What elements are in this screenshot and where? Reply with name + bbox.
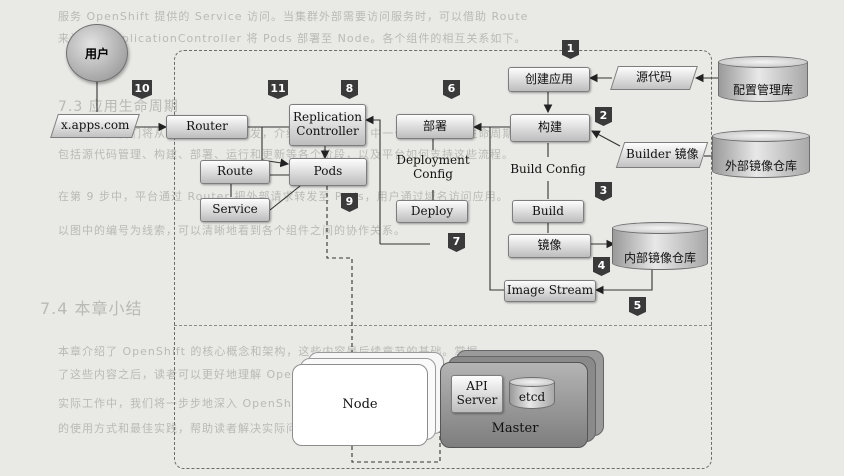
deployment-config-node[interactable]: Deployment Config [386,148,480,188]
builder-to-build-arrow [591,130,621,147]
node-box[interactable]: Node [292,364,428,446]
internal-registry-cylinder[interactable]: 内部镜像仓库 [612,222,708,270]
etcd-label: etcd [518,390,546,404]
build-cn-node[interactable]: 构建 [510,114,590,142]
deploy-label: Deploy [410,203,454,218]
route-label: Route [217,164,253,179]
rc-label-line1: Replication [293,110,362,125]
source-code-node[interactable]: 源代码 [610,66,698,90]
create-app-label: 创建应用 [524,71,573,86]
source-code-label: 源代码 [635,70,673,85]
etcd-cylinder[interactable]: etcd [509,377,555,409]
image-stream-node[interactable]: Image Stream [504,280,596,302]
service-node[interactable]: Service [200,198,270,222]
master-label: Master [491,420,539,436]
step-badge-3: 3 [595,182,612,201]
registry-to-imagestream-arrow [594,268,653,295]
step-badge-10: 10 [132,80,152,99]
master-node-divider [174,325,712,326]
node-label: Node [342,396,378,412]
router-label: Router [186,119,228,134]
dc-label-line2: Config [413,167,453,181]
external-registry-cylinder[interactable]: 外部镜像仓库 [712,130,810,178]
service-label: Service [212,202,258,217]
api-label-line1: API [466,379,488,394]
step-badge-2: 2 [595,107,612,126]
imagestream-to-build-line [489,127,510,291]
master-label-wrap: Master [441,417,589,441]
external-registry-label: 外部镜像仓库 [724,159,797,173]
master-box[interactable]: API Server etcd Master [440,362,588,448]
config-repo-label: 配置管理库 [732,83,793,97]
internal-registry-label: 内部镜像仓库 [623,251,696,265]
image-node[interactable]: 镜像 [508,234,591,258]
api-label-line2: Server [456,393,498,407]
replication-controller-node[interactable]: Replication Controller [289,104,366,146]
service-to-pods-line [269,185,301,211]
step-badge-4: 4 [593,257,610,276]
pods-label: Pods [313,164,343,179]
image-label: 镜像 [537,238,562,253]
bg-line: 7.4 本章小结 [40,299,143,318]
route-node[interactable]: Route [200,160,270,184]
cluster-frame [174,50,712,469]
build-node[interactable]: Build [512,200,584,223]
step-badge-9: 9 [341,193,358,212]
pods-to-node-dashed [326,186,353,390]
domain-node[interactable]: x.apps.com [50,114,140,138]
pods-node[interactable]: Pods [289,158,367,186]
build-config-node[interactable]: Build Config [500,158,596,182]
bg-line: 7.3 应用生命周期 [58,99,179,115]
bg-line: 包括源代码管理、构建、部署、运行和更新等各个阶段，以及平台如何支持这些流程。 [58,148,514,161]
bg-line: 来访问。ReplicationController 将 Pods 部署至 Nod… [58,32,527,45]
deploy-cn-node[interactable]: 部署 [396,114,474,139]
build-cn-label: 构建 [537,120,562,135]
config-repo-cylinder[interactable]: 配置管理库 [718,56,808,102]
build-label: Build [532,203,564,218]
bg-line: 的使用方式和最佳实践，帮助读者解决实际问题。 [58,422,322,435]
step-badge-6: 6 [443,80,460,99]
router-node[interactable]: Router [166,115,248,139]
rc-label-line2: Controller [296,124,359,138]
deploy-to-rc-arrow [364,115,381,244]
image-stream-label: Image Stream [506,283,594,298]
bg-line: 在第 9 步中，平台通过 Router 把外部请求转发至 Pods，用户通过域名… [58,190,509,203]
user-label: 用户 [84,46,109,61]
step-badge-1: 1 [562,40,579,59]
bg-line: 以图中的编号为线索，可以清晰地看到各个组件之间的协作关系。 [58,224,406,237]
api-server-node[interactable]: API Server [451,375,503,413]
domain-label: x.apps.com [60,118,130,133]
step-badge-8: 8 [341,80,358,99]
build-config-label: Build Config [510,162,586,177]
step-badge-11: 11 [268,80,288,99]
bg-line: 服务 OpenShift 提供的 Service 访问。当集群外部需要访问服务时… [58,10,529,23]
create-app-node[interactable]: 创建应用 [508,67,590,92]
step-badge-5: 5 [629,297,646,316]
router-to-pods-arrow [240,126,290,168]
deploy-cn-label: 部署 [422,118,447,133]
dc-label-line1: Deployment [396,153,470,168]
builder-image-node[interactable]: Builder 镜像 [615,142,709,168]
user-icon: 用户 [66,24,128,82]
builder-image-label: Builder 镜像 [625,147,699,162]
deploy-node[interactable]: Deploy [396,200,468,223]
step-badge-7: 7 [448,233,465,252]
